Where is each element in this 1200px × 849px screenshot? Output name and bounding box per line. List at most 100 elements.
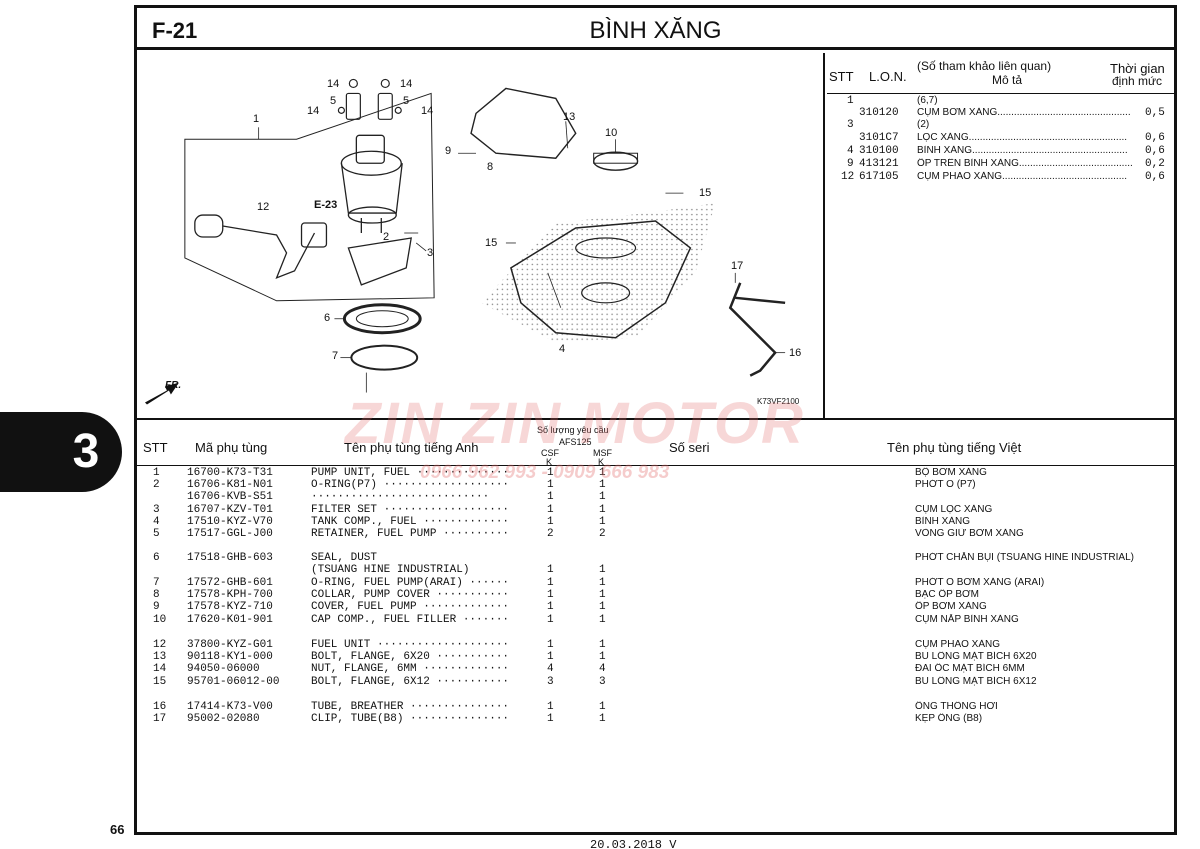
callout-14c: 14 [307,105,320,117]
part-number: 16700-K73-T31 [187,467,273,479]
part-name-en: ··························· [311,491,490,503]
qty-csf: 1 [547,516,554,528]
part-name-vn: BU LÔNG MẶT BÍCH 6X12 [915,676,1037,687]
qty-csf: 1 [547,601,554,613]
qty-csf: 1 [547,713,554,725]
part-name-vn: CỤM NẮP BÌNH XĂNG [915,614,1019,625]
qty-msf: 1 [599,504,606,516]
part-number: 17518-GHB-603 [187,552,273,564]
callout-14b: 14 [400,78,413,90]
part-number: 17620-K01-901 [187,614,273,626]
part-stt: 13 [153,651,167,663]
callout-7: 7 [332,350,339,362]
part-stt: 3 [153,504,160,516]
labor-header-lon: L.O.N. [869,69,907,84]
part-name-vn: ĐAI ỐC MẶT BÍCH 6MM [915,663,1025,674]
qty-csf: 1 [547,577,554,589]
fuel-cap [592,151,639,171]
part-number: 17578-KPH-700 [187,589,273,601]
labor-row: 310120 CỤM BƠM XĂNG.....................… [859,107,1165,119]
part-name-vn: PHỚT CHẮN BỤI (TSUANG HINE INDUSTRIAL) [915,552,1134,563]
qty-csf: 1 [547,564,554,576]
labor-row: 3101C7 LỌC XĂNG.........................… [859,132,1165,144]
part-stt: 17 [153,713,167,725]
part-stt: 5 [153,528,160,540]
callout-15a: 15 [699,187,712,199]
fuel-pump-unit [340,134,403,234]
callout-17: 17 [731,260,744,272]
qty-msf: 1 [599,589,606,601]
parts-list-table: STT Mã phụ tùng Tên phụ tùng tiếng Anh S… [137,420,1174,835]
parts-header-model: AFS125 [559,437,592,447]
part-name-vn: CỤM LỌC XĂNG [915,504,993,515]
pump-cover [470,87,577,159]
qty-csf: 4 [547,663,554,675]
part-stt: 7 [153,577,160,589]
qty-csf: 2 [547,528,554,540]
callout-16: 16 [789,347,802,359]
part-stt: 2 [153,479,160,491]
qty-msf: 1 [599,564,606,576]
qty-csf: 1 [547,589,554,601]
qty-msf: 1 [599,467,606,479]
parts-header-name-en: Tên phụ tùng tiếng Anh [344,440,479,455]
title-bar: F-21 BÌNH XĂNG [137,8,1174,50]
parts-header-stt: STT [143,440,168,455]
part-number: 95002-02080 [187,713,260,725]
qty-msf: 4 [599,663,606,675]
part-stt: 12 [153,639,167,651]
callout-1: 1 [253,113,260,125]
part-name-vn: BÌNH XĂNG [915,516,971,527]
part-name-vn: VÒNG GIỮ BƠM XĂNG [915,528,1024,539]
diagram-drawing [144,78,786,405]
part-name-en: COLLAR, PUMP COVER ··········· [311,589,510,601]
part-name-en: (TSUANG HINE INDUSTRIAL) [311,564,470,576]
part-name-vn: PHỚT O (P7) [915,479,976,490]
qty-msf: 1 [599,701,606,713]
part-number: 37800-KYZ-G01 [187,639,273,651]
qty-msf: 2 [599,528,606,540]
qty-msf: 1 [599,516,606,528]
part-name-en: BOLT, FLANGE, 6X20 ··········· [311,651,510,663]
part-stt: 10 [153,614,167,626]
qty-msf: 1 [599,639,606,651]
callout-6: 6 [324,312,331,324]
qty-msf: 1 [599,614,606,626]
part-name-en: CLIP, TUBE(B8) ··············· [311,713,510,725]
part-name-en: SEAL, DUST [311,552,378,564]
part-name-en: PUMP UNIT, FUEL ·············· [311,467,510,479]
part-name-vn: BU LÔNG MẶT BÍCH 6X20 [915,651,1037,662]
part-stt: 14 [153,663,167,675]
footer-date: 20.03.2018 V [590,838,677,849]
page-title: BÌNH XĂNG [589,17,722,44]
part-name-en: RETAINER, FUEL PUMP ·········· [311,528,510,540]
labor-header-time: Thời gian [1110,61,1165,76]
labor-row: 9 413121 ỐP TRÊN BÌNH XĂNG..............… [847,158,1165,170]
qty-csf: 1 [547,504,554,516]
callout-4: 4 [559,343,566,355]
front-arrow-icon [144,382,179,405]
table-row: (TSUANG HINE INDUSTRIAL) 1 1 [137,564,1174,576]
qty-msf: 1 [599,713,606,725]
labor-row: 4 310100 BÌNH XĂNG......................… [847,145,1165,157]
qty-csf: 1 [547,467,554,479]
diagram-ref-code: K73VF2100 [757,397,800,406]
part-stt: 15 [153,676,167,688]
parts-header-serial: Số seri [669,440,710,455]
callout-10: 10 [605,127,618,139]
part-number: 95701-06012-00 [187,676,280,688]
qty-msf: 3 [599,676,606,688]
dust-seal [342,303,422,335]
labor-row: 12 617105 CỤM PHAO XĂNG.................… [841,171,1165,183]
pump-o-ring [350,344,419,371]
part-name-en: COVER, FUEL PUMP ············· [311,601,510,613]
